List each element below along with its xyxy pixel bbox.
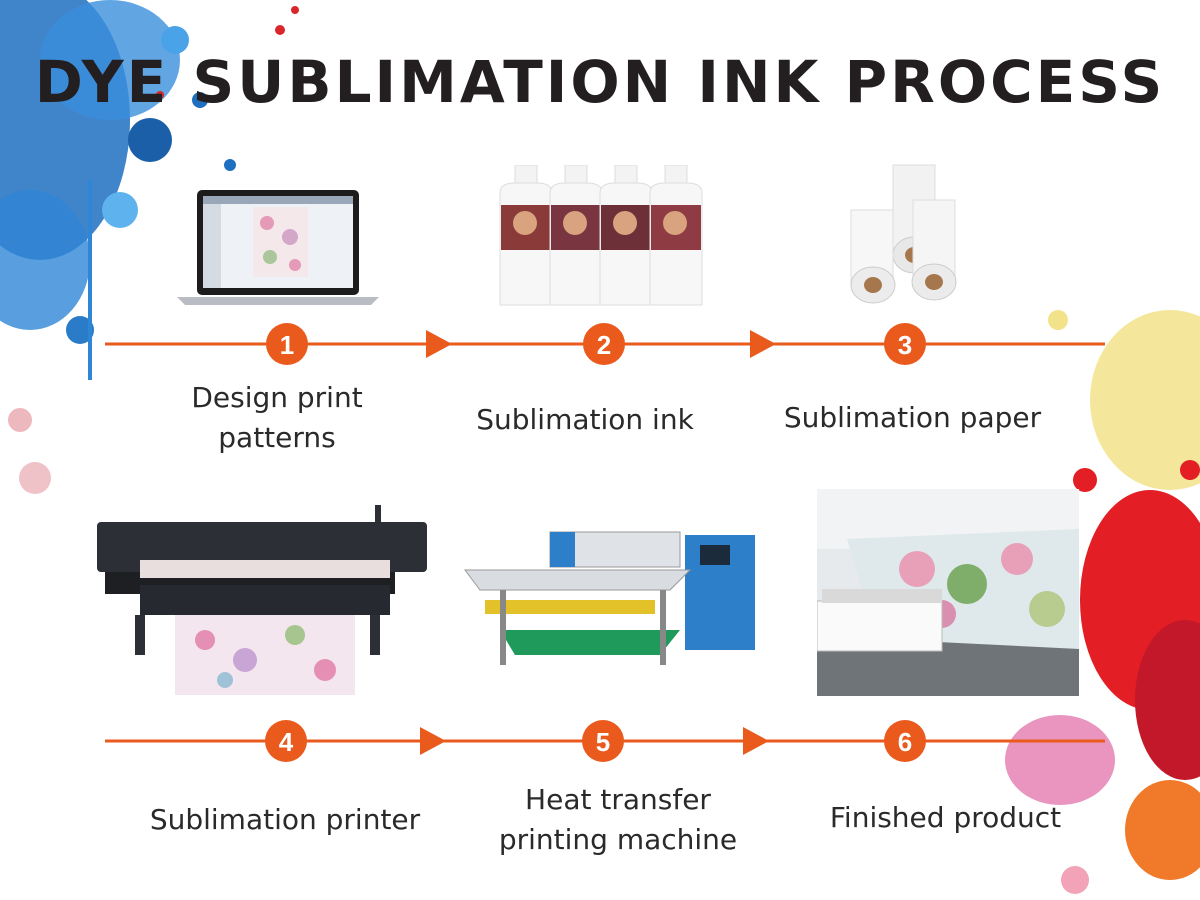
step-label-line: Heat transfer (525, 783, 711, 816)
arrow-right-icon (743, 727, 769, 755)
step-badge (884, 323, 926, 365)
printer-icon (97, 505, 427, 695)
step-label-2: Sublimation ink (450, 400, 720, 440)
step-badge (266, 323, 308, 365)
step-label-3: Sublimation paper (760, 398, 1065, 438)
step-number: 3 (898, 330, 912, 360)
arrow-right-icon (750, 330, 776, 358)
step-label-line: printing machine (498, 823, 738, 856)
paper-rolls-icon (850, 164, 957, 304)
step-label-line: Sublimation paper (783, 401, 1042, 434)
step-number: 4 (279, 727, 294, 757)
ink-bottles-icon (499, 165, 703, 306)
step-badge (265, 720, 307, 762)
step-label-line: Sublimation printer (149, 803, 421, 836)
laptop-icon (177, 190, 379, 305)
arrow-right-icon (420, 727, 446, 755)
step-label-1: Design print patterns (157, 378, 397, 458)
step-number: 2 (597, 330, 611, 360)
step-label-line: Finished product (829, 801, 1062, 834)
blue-splash (0, 0, 299, 494)
flow-row-1: 1 2 3 (105, 323, 1105, 365)
step-badge (582, 720, 624, 762)
step-label-line: patterns (218, 421, 336, 454)
step-badge (884, 720, 926, 762)
bedding-icon (816, 489, 1079, 696)
step-label-line: Design print (191, 381, 363, 414)
step-label-line: Sublimation ink (476, 403, 694, 436)
step-label-6: Finished product (808, 798, 1083, 838)
red-yellow-splash (1005, 310, 1200, 894)
arrow-right-icon (426, 330, 452, 358)
step-number: 6 (898, 727, 912, 757)
heat-press-icon (464, 531, 755, 665)
step-badge (583, 323, 625, 365)
step-number: 1 (280, 330, 294, 360)
flow-row-2: 4 5 6 (105, 720, 1105, 762)
step-number: 5 (596, 727, 610, 757)
page-title: DYE SUBLIMATION INK PROCESS (34, 48, 1166, 116)
step-label-4: Sublimation printer (130, 800, 440, 840)
step-label-5: Heat transfer printing machine (478, 780, 758, 860)
